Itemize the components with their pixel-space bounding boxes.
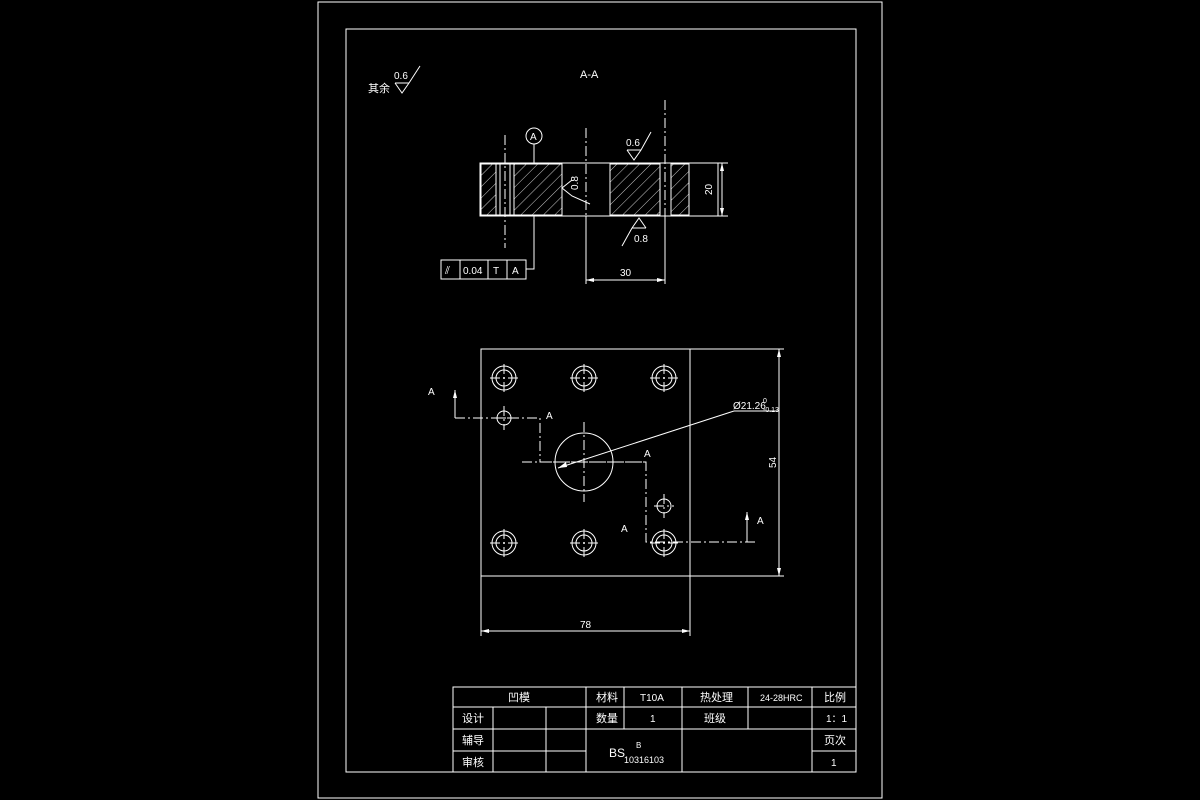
hole-tol-lower: -0.13 <box>763 407 779 414</box>
hatch-left-block <box>513 163 563 216</box>
tol-cell-2: 0.04 <box>463 266 483 277</box>
roughness-note-value: 0.6 <box>394 71 408 82</box>
drawing-code-prefix: BS <box>609 746 625 760</box>
outer-border <box>317 1 883 799</box>
drawing-code-sub: 10316103 <box>624 755 664 765</box>
section-label-1: A <box>428 387 435 398</box>
page-label: 页次 <box>824 733 846 747</box>
scale-label: 比例 <box>824 690 846 704</box>
heat-label: 热处理 <box>700 691 733 704</box>
drawing-code-super: B <box>636 741 641 750</box>
heat-value: 24-28HRC <box>760 693 803 703</box>
class-label: 班级 <box>704 712 726 725</box>
plan-view: Ø21.26 0 -0.13 54 78 A A A A A <box>428 348 784 636</box>
tol-cell-1: ⫽ <box>444 265 450 277</box>
qty-value: 1 <box>650 714 656 725</box>
inner-finish: 0.8 <box>570 176 581 190</box>
hatch-right-block <box>609 163 661 216</box>
hole-dim: Ø21.26 <box>733 401 766 412</box>
section-title: A-A <box>580 69 599 81</box>
width-dim: 30 <box>620 268 632 279</box>
hatch-left-edge <box>480 163 497 216</box>
roughness-note: 其余 0.6 <box>368 65 421 95</box>
hatch-right-edge <box>670 163 690 216</box>
scale-value: 1：1 <box>826 714 848 725</box>
section-label-3: A <box>644 449 651 460</box>
tol-cell-3: T <box>493 266 499 277</box>
thickness-dim: 20 <box>704 183 715 195</box>
top-finish: 0.6 <box>626 138 640 149</box>
section-label-2: A <box>546 411 553 422</box>
tol-cell-4: A <box>512 266 519 277</box>
section-label-5: A <box>757 516 764 527</box>
height-dim: 54 <box>768 456 779 468</box>
material-label: 材料 <box>596 690 618 704</box>
datum-label: A <box>530 132 537 143</box>
design-label: 设计 <box>462 712 484 725</box>
plan-width-dim: 78 <box>580 620 592 631</box>
page-value: 1 <box>831 758 837 769</box>
drawing-code: BS B 10316103 <box>609 741 664 765</box>
qty-label: 数量 <box>596 712 618 725</box>
hole-tol-upper: 0 <box>763 398 767 405</box>
title-block: 凹模 材料 T10A 热处理 24-28HRC 比例 设计 数量 1 班级 1：… <box>452 686 857 773</box>
section-view: A 0.6 0.8 0.8 20 30 ⫽ <box>440 100 728 284</box>
roughness-note-label: 其余 <box>368 81 390 95</box>
review-label: 审核 <box>462 755 484 769</box>
part-name: 凹模 <box>508 691 530 704</box>
bottom-finish: 0.8 <box>634 234 648 245</box>
material-value: T10A <box>640 693 664 704</box>
tutor-label: 辅导 <box>462 733 484 747</box>
section-label-4: A <box>621 524 628 535</box>
